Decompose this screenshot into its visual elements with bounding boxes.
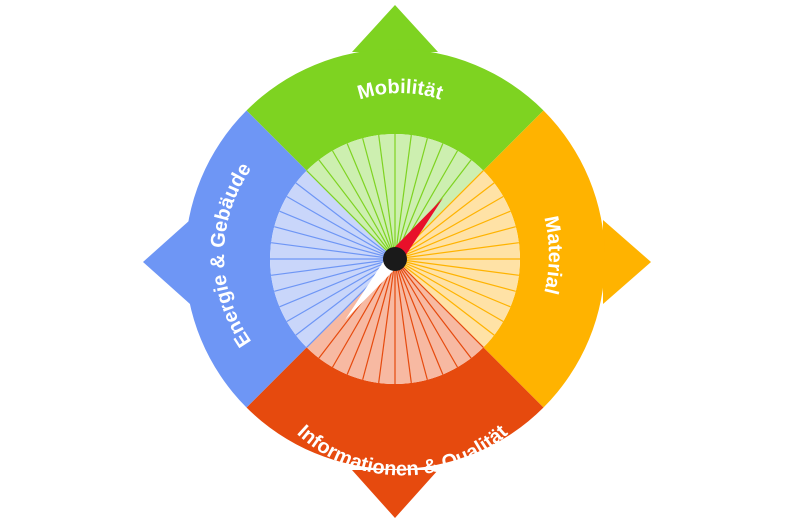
arrow-left: [143, 220, 190, 304]
spoke-line: [394, 258, 444, 375]
spoke-line: [270, 242, 396, 260]
arrow-right: [603, 220, 651, 304]
spoke-line: [378, 258, 396, 384]
spoke-line: [394, 258, 412, 384]
spoke-line: [306, 170, 396, 260]
spoke-line: [394, 258, 511, 308]
spoke-line: [346, 258, 396, 375]
spoke-line: [394, 210, 511, 260]
outer-ring: [185, 48, 605, 469]
spoke-line: [394, 138, 428, 260]
spoke-line: [394, 258, 495, 336]
spoke-line: [270, 258, 396, 276]
spoke-line: [274, 258, 396, 292]
spoke-line: [362, 138, 396, 260]
spoke-line: [394, 134, 412, 260]
segment-information: [246, 347, 544, 469]
spoke-line: [295, 182, 396, 260]
spoke-line: [394, 258, 428, 380]
spoke-line: [394, 258, 484, 348]
spoke-line: [394, 258, 520, 276]
spoke-line: [394, 258, 516, 292]
needle-hub: [383, 247, 407, 271]
segment-energy: [185, 110, 307, 408]
spoke-line: [394, 242, 520, 260]
spoke-line: [394, 258, 504, 323]
spoke-line: [279, 210, 396, 260]
spoke-line: [394, 258, 459, 368]
arrow-bottom: [352, 470, 438, 518]
spoke-line: [394, 195, 504, 260]
spoke-line: [394, 226, 516, 260]
segment-mobility: [246, 48, 544, 171]
spoke-line: [286, 258, 396, 323]
spoke-line: [394, 258, 472, 359]
spoke-line: [394, 182, 495, 260]
needle-north: [389, 198, 443, 264]
spoke-line: [378, 134, 396, 260]
segment-material: [483, 110, 605, 408]
spoke-line: [318, 159, 396, 260]
spoke-line: [279, 258, 396, 308]
spoke-line: [286, 195, 396, 260]
needle-south: [345, 253, 400, 320]
spoke-line: [362, 258, 396, 380]
arrow-top: [352, 5, 438, 52]
spoke-line: [331, 150, 396, 260]
spoke-line: [346, 143, 396, 260]
spoke-line: [274, 226, 396, 260]
